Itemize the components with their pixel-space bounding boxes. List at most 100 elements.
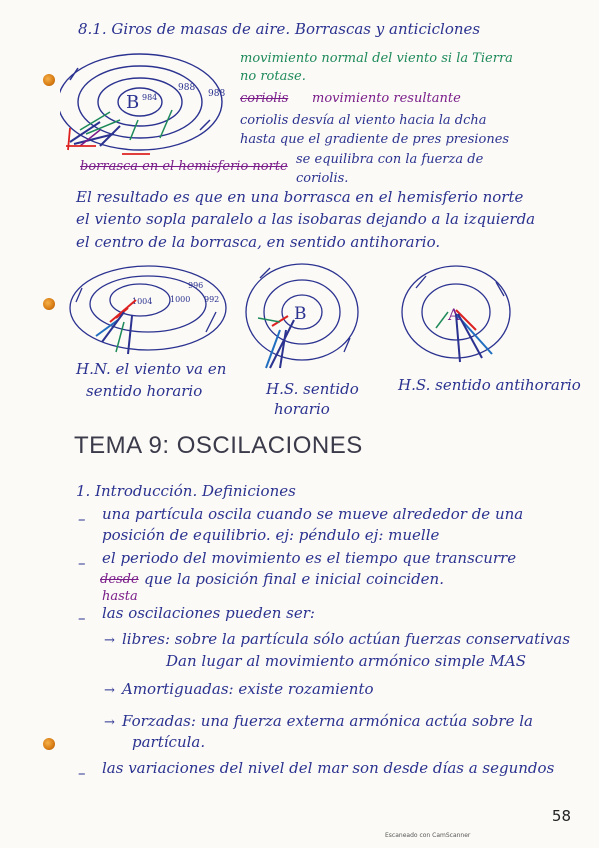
cyclone-diagram-hn: 1004 1000 996 992 — [69, 265, 227, 355]
isobar — [69, 265, 227, 351]
caption-hs-2: horario — [274, 400, 330, 418]
result-line-3: el centro de la borrasca, en sentido ant… — [76, 233, 441, 251]
isobar — [77, 65, 203, 139]
isobar — [245, 263, 359, 361]
arrow-red — [115, 307, 129, 319]
sub-libres-2: Dan lugar al movimiento armónico simple … — [166, 652, 527, 670]
arrow-green — [257, 317, 281, 323]
section-heading: 8.1. Giros de masas de aire. Borrascas y… — [78, 20, 481, 38]
arrow-blue — [205, 311, 217, 333]
caption-hs-anti: H.S. sentido antihorario — [398, 376, 581, 394]
coriolis-line-1: coriolis desvía al viento hacia la dcha — [240, 113, 487, 128]
coriolis-line-4: coriolis. — [296, 171, 349, 186]
arrow-red — [67, 127, 71, 151]
bullet-dash: – — [78, 764, 86, 782]
binder-hole — [43, 738, 55, 750]
isobar — [117, 87, 163, 117]
struck-line: borrasca en el hemisferio norte — [80, 159, 288, 174]
arrow-green — [159, 109, 173, 139]
sub-forzadas-1: Forzadas: una fuerza externa armónica ac… — [122, 712, 533, 730]
bullet-3: las oscilaciones pueden ser: — [102, 604, 315, 622]
caption-hn-1: H.N. el viento va en — [76, 360, 227, 378]
result-line-2: el viento sopla paralelo a las isobaras … — [76, 210, 536, 228]
arrow-blue — [495, 281, 505, 297]
sub-forzadas-2: partícula. — [132, 733, 206, 751]
bullet-1-line-2: posición de equilibrio. ej: péndulo ej: … — [102, 526, 440, 544]
arrow-blue — [99, 125, 121, 147]
arrow-glyph: → — [104, 683, 115, 698]
isobar — [281, 294, 323, 330]
arrow-glyph: → — [104, 633, 115, 648]
binder-hole — [43, 298, 55, 310]
arrow-blue — [455, 313, 461, 363]
arrow-red — [271, 315, 289, 327]
bullet-2-line-2: que la posición final e inicial coincide… — [144, 570, 444, 588]
center-label: B — [294, 304, 307, 324]
center-label: B — [126, 92, 139, 113]
arrow-blue — [279, 329, 287, 369]
scanner-watermark: Escaneado con CamScanner — [385, 832, 471, 839]
result-line-1: El resultado es que en una borrasca en e… — [76, 188, 524, 206]
sub-amortiguadas: Amortiguadas: existe rozamiento — [122, 680, 374, 698]
arrow-blue — [101, 311, 125, 343]
caption-hs-1: H.S. sentido — [266, 380, 359, 398]
tema-subtitle: 1. Introducción. Definiciones — [76, 482, 296, 500]
bullet-dash: – — [78, 510, 86, 528]
iso-label: 988 — [208, 89, 225, 99]
note-green-1: movimiento normal del viento si la Tierr… — [240, 51, 513, 66]
caption-hn-2: sentido horario — [86, 382, 203, 400]
arrow-blue — [199, 119, 211, 131]
bullet-dash: – — [78, 554, 86, 572]
bullet-4: las variaciones del nivel del mar son de… — [102, 759, 555, 777]
tema-title: TEMA 9: OSCILACIONES — [74, 432, 363, 459]
arrow-blue — [73, 133, 115, 145]
note-purple-strike: coriolis — [240, 91, 289, 106]
bullet-dash: – — [78, 609, 86, 627]
bullet-2-struck: desde — [100, 572, 139, 587]
isobar — [421, 283, 491, 341]
bullet-2-hasta: hasta — [102, 589, 138, 604]
arrow-blue — [75, 287, 83, 303]
isobar — [109, 283, 171, 317]
arrow-glyph: → — [104, 715, 115, 730]
arrow-purple — [79, 129, 101, 147]
cyclone-diagram-hs: B — [245, 263, 359, 369]
arrow-blue — [457, 313, 483, 359]
page-number: 58 — [551, 807, 571, 825]
isobar — [97, 77, 183, 127]
arrow-green — [79, 111, 111, 131]
bullet-2-line-1: el periodo del movimiento es el tiempo q… — [102, 549, 517, 567]
cyclone-diagram-top: B 984 988 988 — [60, 53, 225, 155]
iso-label: 992 — [204, 295, 219, 304]
binder-hole — [43, 74, 55, 86]
arrow-blue — [69, 121, 101, 143]
arrow-blue — [69, 67, 79, 81]
sub-libres-1: libres: sobre la partícula sólo actúan f… — [122, 630, 571, 648]
isobar — [401, 265, 511, 359]
arrow-blue — [95, 319, 119, 337]
arrow-blue — [269, 319, 295, 369]
bullet-1-line-1: una partícula oscila cuando se mueve alr… — [102, 505, 524, 523]
arrow-blue — [415, 275, 427, 289]
isobar — [60, 53, 223, 151]
coriolis-line-2: hasta que el gradiente de pres presiones — [240, 132, 510, 147]
iso-label: 988 — [178, 83, 195, 93]
iso-label: 996 — [188, 281, 203, 290]
iso-label: 984 — [142, 93, 157, 102]
arrow-red — [455, 309, 477, 331]
coriolis-line-3: se equilibra con la fuerza de — [296, 152, 484, 167]
arrow-green — [435, 311, 449, 329]
arrow-blue — [259, 267, 271, 279]
arrow-green — [85, 119, 121, 135]
isobar — [263, 279, 341, 345]
arrow-green — [115, 321, 125, 353]
isobar — [89, 275, 207, 333]
iso-label: 1000 — [170, 295, 190, 304]
note-purple: movimiento resultante — [312, 91, 461, 106]
arrow-blue — [127, 315, 133, 355]
note-green-2: no rotase. — [240, 69, 306, 84]
arrow-green — [129, 119, 139, 141]
arrow-blue — [343, 337, 351, 353]
anticyclone-diagram-hs: A — [401, 265, 511, 363]
